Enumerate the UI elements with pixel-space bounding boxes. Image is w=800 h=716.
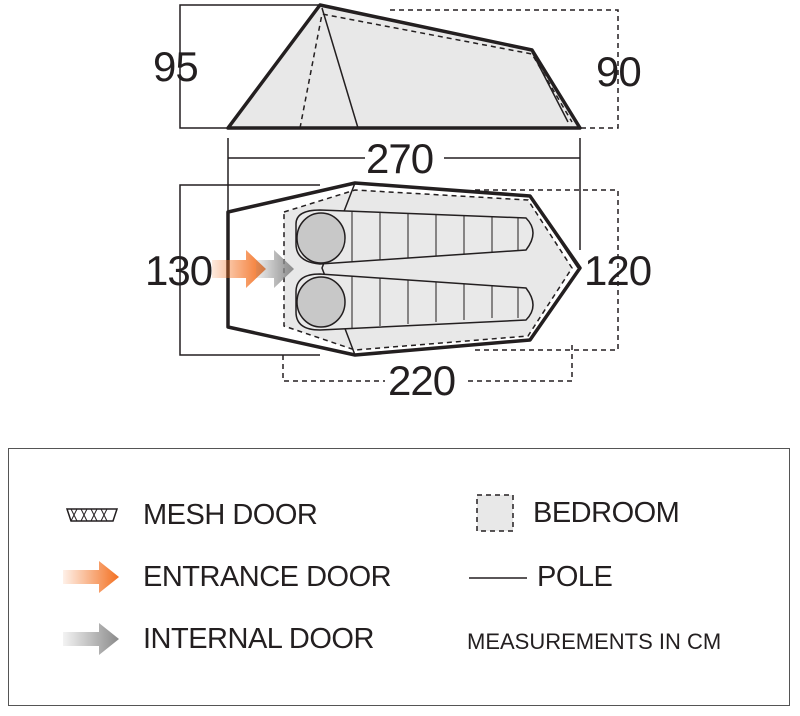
bedroom-length-guide xyxy=(282,355,385,382)
legend-bedroom-label: BEDROOM xyxy=(533,496,680,529)
peak-height-guide xyxy=(179,4,320,129)
legend-mesh-door: MESH DOOR xyxy=(61,499,318,532)
pole-line-icon xyxy=(469,576,527,579)
legend-internal-door: INTERNAL DOOR xyxy=(61,621,374,657)
units-note-label: MEASUREMENTS IN CM xyxy=(467,629,722,654)
sleeping-bag-bottom xyxy=(295,273,534,331)
legend-pole-label: POLE xyxy=(537,561,613,593)
legend-bedroom: BEDROOM xyxy=(475,493,680,533)
legend-entrance-door: ENTRANCE DOOR xyxy=(61,559,392,595)
front-width-label: 130 xyxy=(145,247,212,294)
tent-diagram: 95 90 270 xyxy=(145,3,652,404)
bedroom-icon xyxy=(476,494,514,532)
peak-height-label: 95 xyxy=(153,43,198,90)
internal-arrow-icon xyxy=(63,623,119,655)
legend-pole: POLE xyxy=(467,561,613,594)
total-length-label: 270 xyxy=(366,135,433,182)
rear-height-guide xyxy=(390,9,619,129)
legend-mesh-door-label: MESH DOOR xyxy=(143,499,318,531)
length-dimension: 270 xyxy=(227,135,581,250)
entrance-door-arrow xyxy=(212,250,266,288)
side-fly-outline xyxy=(226,3,582,130)
floor-plan: 130 120 220 xyxy=(145,181,652,404)
sleeping-bag-top xyxy=(295,209,534,265)
side-elevation: 95 90 xyxy=(153,3,642,130)
side-bedroom-outline xyxy=(299,13,573,129)
side-pole-front xyxy=(321,7,359,129)
rear-width-label: 120 xyxy=(584,247,651,294)
legend-internal-door-label: INTERNAL DOOR xyxy=(143,622,374,655)
legend-units-note: MEASUREMENTS IN CM xyxy=(467,629,721,655)
rear-height-label: 90 xyxy=(596,48,641,95)
internal-door-arrow xyxy=(256,250,294,288)
legend-entrance-door-label: ENTRANCE DOOR xyxy=(143,560,392,593)
mesh-door-icon xyxy=(65,507,119,522)
side-pole-rear xyxy=(531,51,569,123)
front-width-guide xyxy=(179,184,320,356)
entrance-arrow-icon xyxy=(63,561,119,593)
bedroom-length-label: 220 xyxy=(388,357,455,404)
legend-box: MESH DOOR ENTRANCE DOOR INTERN xyxy=(8,448,790,706)
